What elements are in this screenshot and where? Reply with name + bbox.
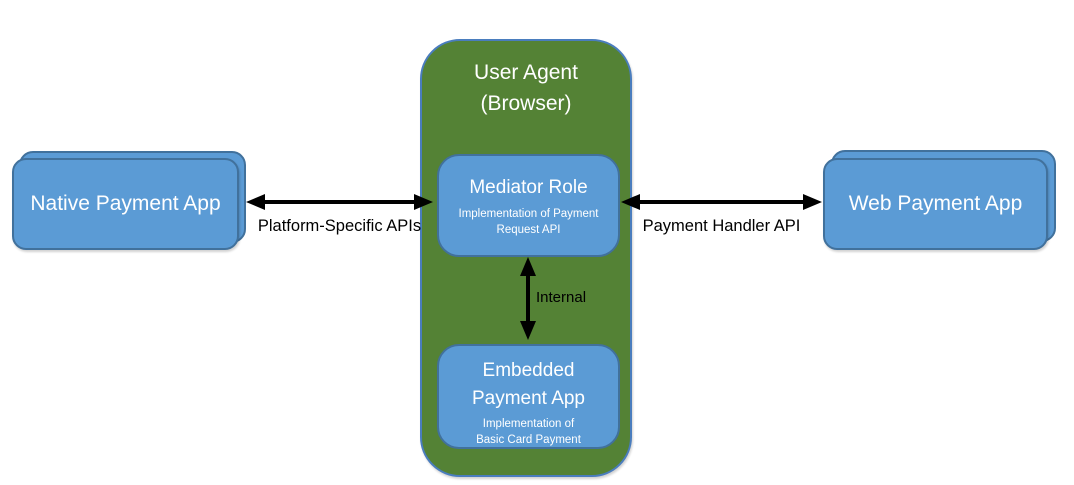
mediator-role-subtitle-line1: Implementation of Payment: [458, 208, 599, 220]
internal-arrow: [520, 257, 536, 340]
user-agent-title-line2: (Browser): [480, 92, 572, 115]
embedded-payment-app-title-line1: Embedded: [482, 360, 575, 381]
user-agent-title: User Agent (Browser): [422, 57, 630, 119]
arrowhead-left-icon: [621, 194, 640, 210]
native-app-card: Native Payment App: [12, 158, 239, 250]
arrowhead-up-icon: [520, 257, 536, 276]
arrow-line: [265, 200, 414, 204]
payment-handler-label: Payment Handler API: [642, 217, 801, 235]
web-app-label: Web Payment App: [848, 192, 1023, 215]
embedded-payment-app-title: Embedded Payment App: [439, 357, 618, 413]
internal-label: Internal: [536, 289, 587, 306]
embedded-payment-app-subtitle-line2: Basic Card Payment: [476, 434, 581, 446]
platform-apis-label: Platform-Specific APIs: [257, 217, 422, 235]
embedded-payment-app-subtitle: Implementation of Basic Card Payment: [439, 416, 618, 448]
arrowhead-left-icon: [246, 194, 265, 210]
embedded-payment-app-box: Embedded Payment App Implementation of B…: [437, 344, 620, 449]
mediator-role-subtitle-line2: Request API: [496, 224, 561, 236]
payment-handler-arrow: [621, 194, 822, 210]
web-app-card: Web Payment App: [823, 158, 1048, 250]
embedded-payment-app-title-line2: Payment App: [471, 388, 586, 409]
mediator-role-title: Mediator Role: [469, 177, 588, 198]
arrowhead-down-icon: [520, 321, 536, 340]
arrowhead-right-icon: [803, 194, 822, 210]
native-app-label: Native Payment App: [30, 192, 221, 215]
embedded-payment-app-subtitle-line1: Implementation of: [482, 418, 575, 430]
user-agent-title-line1: User Agent: [474, 61, 578, 84]
platform-apis-arrow: [246, 194, 433, 210]
mediator-role-subtitle: Implementation of Payment Request API: [439, 206, 618, 238]
mediator-role-box: Mediator Role Implementation of Payment …: [437, 154, 620, 257]
arrow-line: [526, 276, 530, 321]
arrowhead-right-icon: [414, 194, 433, 210]
arrow-line: [640, 200, 803, 204]
